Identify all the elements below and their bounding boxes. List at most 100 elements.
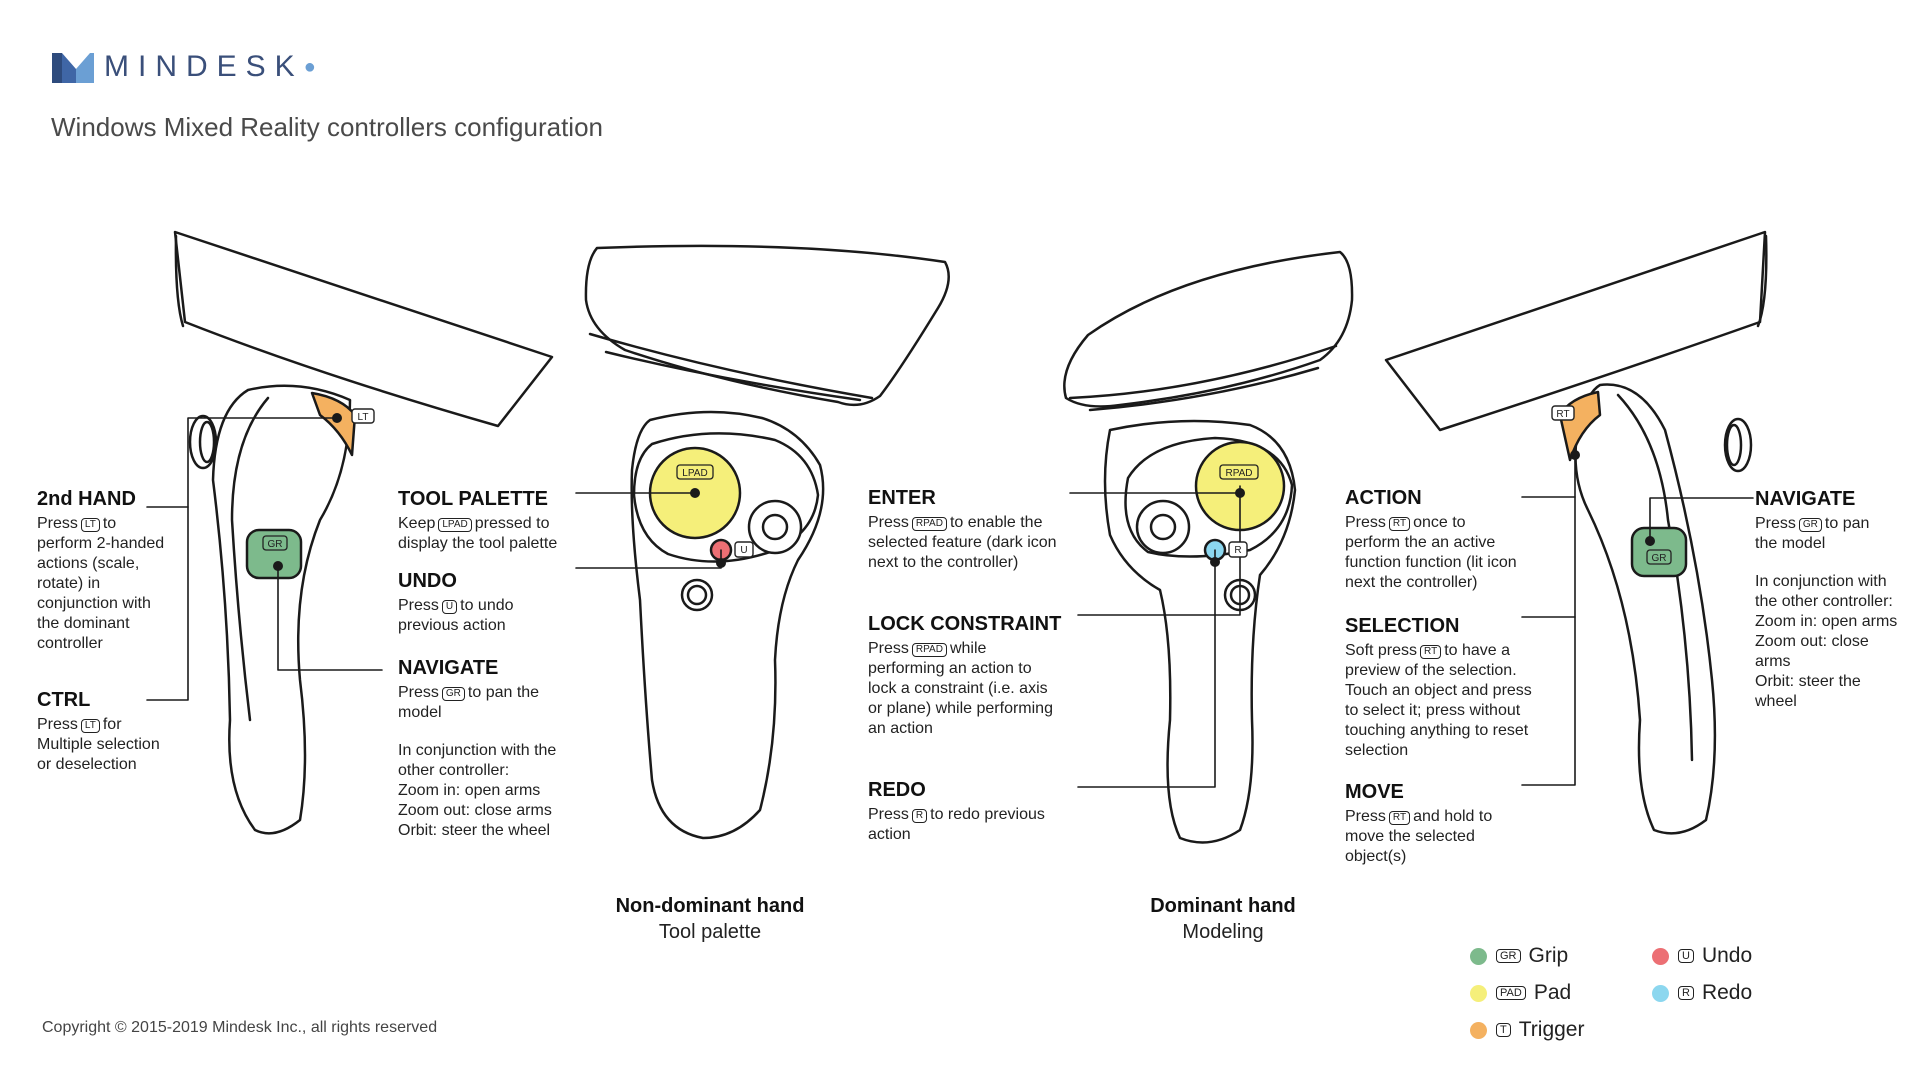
undo-swatch: [1652, 947, 1669, 965]
right-side-controller: [1384, 230, 1768, 835]
lt-key: LT: [80, 719, 100, 733]
dominant-ring: [1063, 250, 1354, 408]
nondominant-caption-title: Non-dominant hand: [615, 895, 805, 917]
left-grip: [245, 528, 303, 580]
legend-redo-label: Redo: [1701, 981, 1753, 1004]
dominant-caption-sub: Modeling: [1182, 921, 1264, 943]
right-grip: [1630, 526, 1688, 578]
legend-pad: PAD Pad: [1470, 981, 1571, 1005]
right-side-ring: [1384, 230, 1767, 432]
legend-undo-label: Undo: [1701, 944, 1753, 967]
right-side-body: [1574, 383, 1717, 835]
navigate-right-title: NAVIGATE: [1755, 488, 1856, 510]
gr-key: GR: [441, 687, 465, 701]
left-trigger: [310, 391, 357, 457]
mindesk-logo: MINDESK●: [52, 50, 316, 84]
gr-key: GR: [1798, 518, 1822, 532]
nondominant-ring: [584, 244, 950, 407]
grip-swatch: [1470, 947, 1487, 965]
legend-undo-key: U: [1678, 949, 1694, 963]
lt-key: LT: [80, 518, 100, 532]
mindesk-logo-icon: [52, 53, 94, 83]
tag-gr-left: GR: [262, 535, 288, 551]
callout-lines: [146, 417, 1754, 788]
legend-grip-key: GR: [1496, 949, 1521, 963]
legend-redo: R Redo: [1652, 981, 1752, 1005]
rt-key: RT: [1420, 645, 1442, 659]
legend-grip: GR Grip: [1470, 944, 1568, 968]
dominant-caption-title: Dominant hand: [1150, 895, 1296, 917]
redo-swatch: [1652, 984, 1669, 1002]
legend-trigger-label: Trigger: [1518, 1018, 1585, 1041]
brand-name: MINDESK: [104, 50, 304, 83]
legend-pad-label: Pad: [1533, 981, 1572, 1004]
tag-r: R: [1228, 541, 1248, 558]
ctrl-title: CTRL: [37, 689, 91, 711]
undo-title: UNDO: [398, 570, 457, 592]
nondominant-caption: Non-dominant hand Tool palette: [580, 895, 840, 944]
pad-swatch: [1470, 984, 1487, 1002]
legend-grip-label: Grip: [1528, 944, 1569, 967]
rt-key: RT: [1388, 811, 1411, 825]
u-key: U: [441, 600, 458, 614]
rpad-key: RPAD: [911, 517, 947, 531]
navigate-left-title: NAVIGATE: [398, 657, 499, 679]
tag-rt: RT: [1551, 405, 1575, 421]
left-side-controller: [173, 230, 554, 835]
lpad-key: LPAD: [438, 518, 472, 532]
rt-key: RT: [1388, 517, 1411, 531]
enter-title: ENTER: [868, 487, 936, 509]
page-subtitle: Windows Mixed Reality controllers config…: [51, 112, 604, 142]
lock-constraint-title: LOCK CONSTRAINT: [868, 613, 1062, 635]
legend-pad-key: PAD: [1496, 986, 1526, 1000]
tag-lpad: LPAD: [676, 464, 714, 480]
left-side-thumb-button: [188, 414, 218, 470]
move-title: MOVE: [1345, 781, 1404, 803]
tag-gr-right: GR: [1646, 549, 1672, 565]
tag-u: U: [734, 541, 754, 558]
tag-lt: LT: [351, 408, 375, 424]
trigger-swatch: [1470, 1021, 1487, 1039]
redo-title: REDO: [868, 779, 926, 801]
tag-rt-text: RT: [1556, 409, 1569, 420]
rpad-key: RPAD: [911, 643, 947, 657]
left-side-ring: [173, 230, 554, 428]
legend-undo: U Undo: [1652, 944, 1752, 968]
nondominant-caption-sub: Tool palette: [658, 921, 762, 943]
dominant-caption: Dominant hand Modeling: [1093, 895, 1353, 944]
legend-trigger: T Trigger: [1470, 1018, 1584, 1042]
tag-rpad: RPAD: [1219, 464, 1259, 480]
tag-rpad-text: RPAD: [1225, 468, 1252, 479]
tag-r-text: R: [1234, 545, 1241, 556]
right-side-thumb-button: [1723, 417, 1753, 473]
r-key: R: [911, 809, 928, 823]
left-side-body: [211, 384, 352, 835]
tag-gr-left-text: GR: [268, 539, 283, 550]
hand2-title: 2nd HAND: [37, 488, 136, 510]
legend-redo-key: R: [1678, 986, 1694, 1000]
tag-lt-text: LT: [358, 412, 369, 423]
selection-title: SELECTION: [1345, 615, 1460, 637]
brand-dot: ●: [303, 55, 316, 78]
tool-palette-title: TOOL PALETTE: [398, 488, 549, 510]
tag-lpad-text: LPAD: [682, 468, 707, 479]
legend-trigger-key: T: [1496, 1023, 1511, 1037]
callout-dots: [273, 413, 1655, 571]
action-title: ACTION: [1345, 487, 1422, 509]
copyright-notice: Copyright © 2015-2019 Mindesk Inc., all …: [42, 1019, 438, 1036]
tag-gr-right-text: GR: [1652, 553, 1667, 564]
dominant-controller: [1063, 250, 1354, 844]
tag-u-text: U: [740, 545, 747, 556]
